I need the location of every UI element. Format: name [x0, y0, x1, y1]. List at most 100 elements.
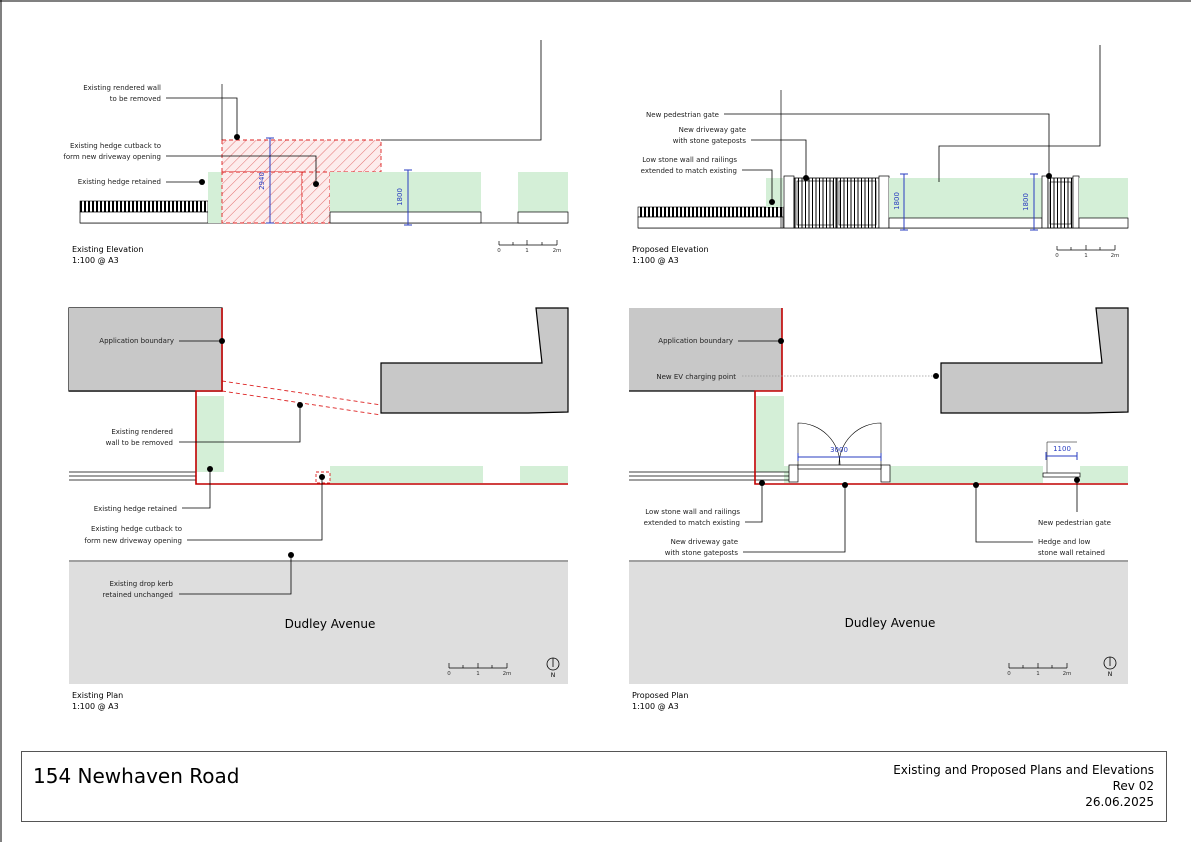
label-rendered-wall-2: to be removed — [110, 95, 161, 103]
label-drop-kerb-2: retained unchanged — [103, 591, 174, 599]
label-low-wall-2: extended to match existing — [641, 167, 737, 175]
svg-text:2m: 2m — [1111, 253, 1120, 259]
drawing-title: Proposed Plan — [632, 691, 688, 700]
low-wall — [888, 217, 1043, 229]
svg-text:1: 1 — [476, 671, 480, 677]
dim-driveway-width: 3000 — [830, 446, 848, 454]
svg-text:1: 1 — [1036, 671, 1040, 677]
house-building — [940, 307, 1129, 414]
scale-bar: 0 1 2m — [1055, 245, 1119, 259]
svg-text:0: 0 — [1007, 671, 1011, 677]
proposed-elevation: 1800 1800 New pedestrian gate New drivew… — [632, 45, 1129, 265]
svg-text:2m: 2m — [1063, 671, 1072, 677]
drawing-scale: 1:100 @ A3 — [632, 256, 679, 265]
drawing-title: Proposed Elevation — [632, 245, 709, 254]
revision: Rev 02 — [1112, 779, 1154, 793]
hedge — [330, 172, 481, 212]
svg-text:2m: 2m — [553, 248, 562, 254]
label-application-boundary: Application boundary — [99, 337, 174, 345]
low-wall — [637, 216, 784, 229]
low-wall — [79, 211, 209, 224]
drawing-scale: 1:100 @ A3 — [72, 256, 119, 265]
dim-gate-width: 1100 — [1053, 445, 1071, 453]
label-rendered-wall: Existing rendered — [111, 428, 173, 436]
house-building — [380, 307, 569, 414]
label-hedge-cutback: Existing hedge cutback to — [91, 525, 182, 533]
gatepost — [880, 464, 891, 483]
driveway-gate-leaf — [793, 177, 837, 229]
north-arrow-icon: N — [1103, 656, 1117, 678]
hedge — [889, 178, 1042, 218]
label-hedge-cutback: Existing hedge cutback to — [70, 142, 161, 150]
drawing-scale: 1:100 @ A3 — [632, 702, 679, 711]
hedge — [1079, 178, 1128, 218]
label-low-wall-2: extended to match existing — [644, 519, 740, 527]
north-arrow-icon: N — [546, 657, 560, 679]
label-hedge-cutback-2: form new driveway opening — [63, 153, 161, 161]
dim-hedge-height-right: 1800 — [1022, 193, 1030, 211]
low-wall — [1078, 217, 1129, 229]
label-driveway-gate-2: with stone gateposts — [665, 549, 739, 557]
label-driveway-gate-2: with stone gateposts — [673, 137, 747, 145]
drawing-scale: 1:100 @ A3 — [72, 702, 119, 711]
driveway-gate-leaf — [835, 177, 880, 229]
dim-hedge-height-left: 1800 — [893, 192, 901, 210]
existing-plan: Dudley Avenue Application boundary Exist… — [68, 307, 569, 711]
label-drop-kerb: Existing drop kerb — [109, 580, 173, 588]
svg-text:2m: 2m — [503, 671, 512, 677]
label-pedestrian-gate: New pedestrian gate — [1038, 519, 1111, 527]
gatepost — [788, 464, 799, 483]
pedestrian-gate-elevation — [1047, 177, 1074, 229]
gatepost — [783, 175, 795, 229]
hedge — [890, 466, 1043, 483]
hedge — [518, 172, 568, 212]
drawing-title: Existing Elevation — [72, 245, 143, 254]
dim-hedge-height: 1800 — [396, 188, 404, 206]
hedge — [1080, 466, 1128, 483]
label-rendered-wall: Existing rendered wall — [83, 84, 161, 92]
label-rendered-wall-2: wall to be removed — [106, 439, 173, 447]
label-hedge-cutback-2: form new driveway opening — [84, 537, 182, 545]
driveway-gate-plan — [797, 464, 882, 470]
svg-text:N: N — [551, 672, 556, 679]
label-hedge-retained: Existing hedge retained — [78, 178, 161, 186]
label-low-wall: Low stone wall and railings — [645, 508, 740, 516]
svg-text:1: 1 — [525, 248, 529, 254]
neighbour-building — [629, 308, 782, 391]
proposed-plan: 3000 1100 Dudley Avenue Application boun… — [629, 307, 1129, 711]
label-hedge-retained: Existing hedge retained — [94, 505, 177, 513]
ev-charger-icon — [933, 373, 939, 379]
scale-bar: 0 1 2m — [1007, 663, 1071, 677]
svg-text:0: 0 — [447, 671, 451, 677]
scale-bar: 0 1 2m — [447, 663, 511, 677]
hedge — [520, 466, 568, 483]
label-hedge-wall-2: stone wall retained — [1038, 549, 1105, 557]
low-wall — [329, 211, 482, 224]
issue-date: 26.06.2025 — [1085, 795, 1154, 809]
label-driveway-gate: New driveway gate — [671, 538, 738, 546]
application-boundary-line — [195, 308, 568, 485]
label-low-wall: Low stone wall and railings — [642, 156, 737, 164]
project-name: 154 Newhaven Road — [33, 764, 240, 788]
title-block: 154 Newhaven Road Existing and Proposed … — [21, 751, 1167, 822]
drawing-title: Existing Plan — [72, 691, 123, 700]
hedge — [330, 466, 483, 483]
road — [69, 562, 568, 684]
label-driveway-gate: New driveway gate — [679, 126, 746, 134]
label-application-boundary: Application boundary — [658, 337, 733, 345]
railing — [79, 200, 209, 213]
sheet-info: Existing and Proposed Plans and Elevatio… — [893, 762, 1154, 810]
label-ev-charging: New EV charging point — [656, 373, 736, 381]
gatepost — [878, 175, 890, 229]
railing — [637, 206, 784, 218]
hedge — [756, 396, 784, 472]
svg-text:1: 1 — [1084, 253, 1088, 259]
sheet-title: Existing and Proposed Plans and Elevatio… — [893, 763, 1154, 777]
application-boundary-line — [754, 308, 1128, 485]
road-name: Dudley Avenue — [285, 617, 376, 631]
pedestrian-gate-plan — [1042, 472, 1081, 478]
label-pedestrian-gate: New pedestrian gate — [646, 111, 719, 119]
gatepost — [1041, 175, 1049, 229]
label-hedge-wall: Hedge and low — [1038, 538, 1091, 546]
